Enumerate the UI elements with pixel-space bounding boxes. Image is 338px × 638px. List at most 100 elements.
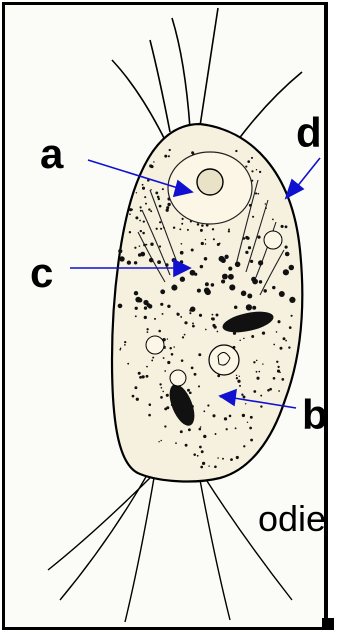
granule — [267, 389, 270, 392]
granule — [214, 465, 217, 468]
granule — [162, 188, 164, 190]
granule — [241, 291, 247, 297]
granule — [291, 315, 293, 317]
granule — [237, 380, 240, 383]
granule — [180, 277, 185, 282]
granule — [222, 458, 224, 460]
granule — [163, 227, 165, 229]
small-vacuole-1 — [146, 336, 164, 354]
granule — [169, 149, 171, 151]
granule — [226, 428, 228, 430]
granule — [243, 338, 245, 340]
granule — [148, 414, 151, 417]
granule — [124, 341, 126, 343]
label-c: c — [30, 252, 53, 294]
granule — [248, 246, 251, 249]
granule — [119, 349, 121, 351]
granule — [235, 427, 237, 429]
granule — [265, 207, 267, 209]
granule — [212, 414, 215, 417]
granule — [167, 203, 170, 206]
granule — [118, 304, 123, 309]
granule — [207, 404, 209, 406]
granule — [181, 359, 184, 362]
granule — [228, 230, 230, 232]
granule — [191, 248, 194, 251]
granule — [166, 394, 169, 397]
granule — [255, 192, 257, 194]
granule — [219, 243, 221, 245]
granule — [197, 223, 200, 226]
granule — [279, 291, 285, 297]
granule — [236, 456, 239, 459]
granule — [160, 440, 162, 442]
posterior-flagella — [48, 470, 292, 622]
granule — [181, 243, 183, 245]
granule — [179, 228, 181, 230]
granule — [136, 398, 139, 401]
granule — [260, 405, 262, 407]
granule — [198, 385, 200, 387]
granule — [200, 229, 203, 232]
granule — [164, 347, 166, 349]
granule — [247, 160, 250, 163]
granule — [156, 228, 158, 230]
granule — [168, 155, 170, 157]
granule — [249, 204, 252, 207]
granule — [127, 363, 129, 365]
granule — [140, 210, 142, 212]
granule — [201, 224, 204, 227]
granule — [256, 377, 259, 380]
granule — [187, 229, 189, 231]
granule — [164, 425, 166, 427]
granule — [141, 375, 144, 378]
granule — [217, 331, 219, 333]
granule — [256, 360, 258, 362]
granule — [288, 346, 290, 348]
granule — [144, 316, 147, 319]
granule — [166, 209, 169, 212]
granule — [277, 320, 280, 323]
granule — [200, 265, 203, 268]
granule — [118, 249, 122, 253]
granule — [245, 236, 248, 239]
granule — [235, 150, 237, 152]
granule — [204, 257, 208, 261]
granule — [140, 206, 142, 208]
granule — [157, 196, 160, 199]
granule — [135, 216, 138, 219]
granule — [215, 433, 217, 435]
granule — [145, 203, 147, 205]
granule — [180, 251, 184, 255]
granule — [143, 220, 145, 222]
granule — [259, 280, 262, 283]
granule — [158, 441, 159, 442]
granule — [147, 331, 149, 333]
caption-fragment: odie — [258, 498, 326, 540]
granule — [120, 348, 122, 350]
granule — [189, 391, 192, 394]
granule — [229, 415, 232, 418]
granule — [281, 378, 284, 381]
nucleolus — [197, 169, 223, 195]
granule — [184, 334, 186, 336]
granule — [250, 416, 253, 419]
granule — [160, 303, 163, 306]
granule — [228, 228, 230, 230]
granule — [239, 385, 241, 387]
granule — [142, 184, 144, 186]
granule — [192, 322, 194, 324]
granule — [201, 242, 204, 245]
granule — [159, 221, 161, 223]
granule — [127, 260, 131, 264]
granule — [140, 252, 145, 257]
granule — [257, 235, 260, 238]
granule — [257, 193, 259, 195]
granule — [175, 442, 177, 444]
granule — [165, 263, 168, 266]
granule — [278, 390, 280, 392]
granule — [239, 376, 240, 377]
granule — [194, 373, 197, 376]
granule — [273, 377, 276, 380]
